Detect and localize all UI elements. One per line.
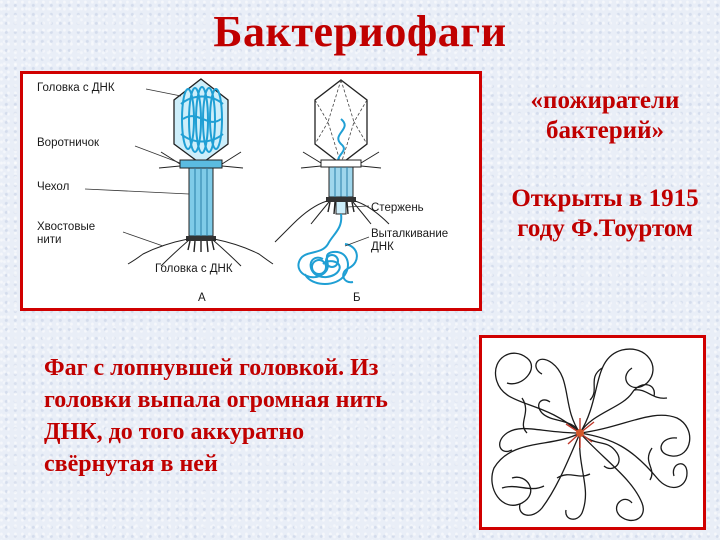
label-rod: Стержень [371, 202, 424, 215]
label-ejection-line1: Выталкивание [371, 228, 448, 241]
label-ejection-line2: ДНК [371, 241, 394, 254]
phage-a-illustration [128, 79, 273, 266]
phage-diagram-frame: Головка с ДНК Воротничок Чехол Хвостовые… [20, 71, 482, 311]
caption-line-1: Фаг с лопнувшей головкой. Из [44, 352, 464, 384]
label-head-dna: Головка с ДНК [37, 82, 115, 95]
dna-strand-photo [482, 338, 703, 527]
phage-diagram [23, 74, 479, 308]
slide-title: Бактериофаги [0, 6, 720, 57]
side-note-discovery-line1: Открыты в 1915 [490, 184, 720, 214]
side-note-eaters: «пожиратели бактерий» [490, 86, 720, 146]
label-head-dna-bottom: Головка с ДНК [155, 263, 233, 276]
side-note-discovery-line2: году Ф.Тоуртом [490, 214, 720, 244]
caption-line-2: головки выпала огромная нить [44, 384, 464, 416]
label-collar: Воротничок [37, 137, 99, 150]
caption-line-4: свёрнутая в ней [44, 448, 464, 480]
side-note-eaters-line2: бактерий» [490, 116, 720, 146]
side-note-discovery: Открыты в 1915 году Ф.Тоуртом [490, 184, 720, 244]
caption-line-3: ДНК, до того аккуратно [44, 416, 464, 448]
side-note-eaters-line1: «пожиратели [490, 86, 720, 116]
label-sheath: Чехол [37, 181, 69, 194]
label-panel-a: А [198, 292, 206, 305]
label-tail-fibers-line2: нити [37, 234, 61, 247]
label-panel-b: Б [353, 292, 361, 305]
label-tail-fibers-line1: Хвостовые [37, 221, 95, 234]
caption-text: Фаг с лопнувшей головкой. Из головки вып… [44, 352, 464, 480]
dna-photo-frame [479, 335, 706, 530]
